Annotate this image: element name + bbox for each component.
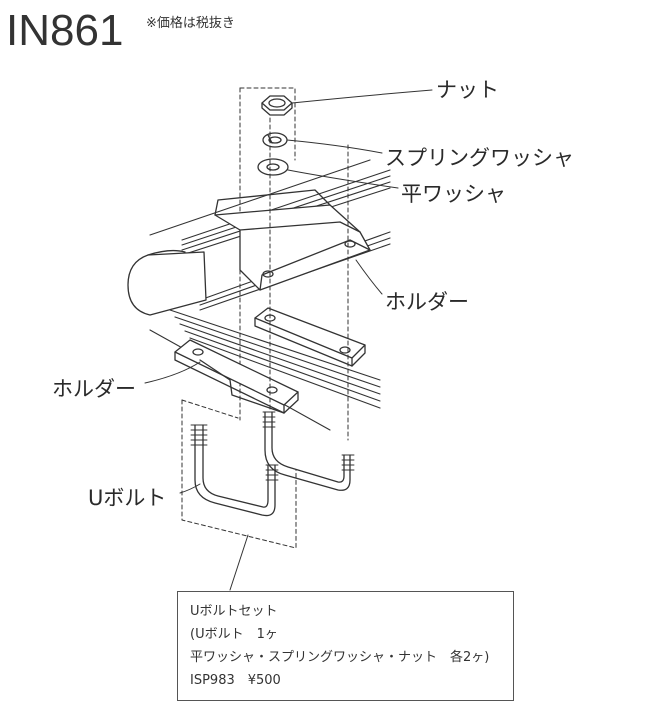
bolt-guides <box>269 117 349 441</box>
holder-upper <box>214 189 371 291</box>
flat-washer <box>257 158 289 176</box>
bar-end-cap <box>127 251 207 316</box>
leader-lines <box>144 89 433 591</box>
callout-nut: ナット <box>436 78 499 102</box>
set-contents-line1: (Uボルト 1ヶ <box>190 627 278 642</box>
holder-lower-left <box>174 339 299 414</box>
set-name: Uボルトセット <box>190 604 278 619</box>
spring-washer <box>262 132 288 148</box>
set-info-box: Uボルトセット (Uボルト 1ヶ 平ワッシャ・スプリングワッシャ・ナット 各2ヶ… <box>177 591 514 701</box>
nut <box>261 95 293 116</box>
callout-holder-right: ホルダー <box>385 290 469 314</box>
callout-spring-washer: スプリングワッシャ <box>385 146 574 170</box>
model-number: IN861 <box>6 6 124 55</box>
callout-flat-washer: 平ワッシャ <box>401 182 506 206</box>
u-bolt <box>190 411 355 517</box>
tax-note: ※価格は税抜き <box>146 16 235 31</box>
assembly-guide-lower <box>181 399 297 549</box>
callout-u-bolt: Uボルト <box>88 486 167 510</box>
holder-lower-right <box>254 307 366 367</box>
callout-holder-left: ホルダー <box>52 377 136 401</box>
set-contents-line2: 平ワッシャ・スプリングワッシャ・ナット 各2ヶ) <box>190 650 490 665</box>
part-number-price: ISP983 ¥500 <box>190 673 281 688</box>
